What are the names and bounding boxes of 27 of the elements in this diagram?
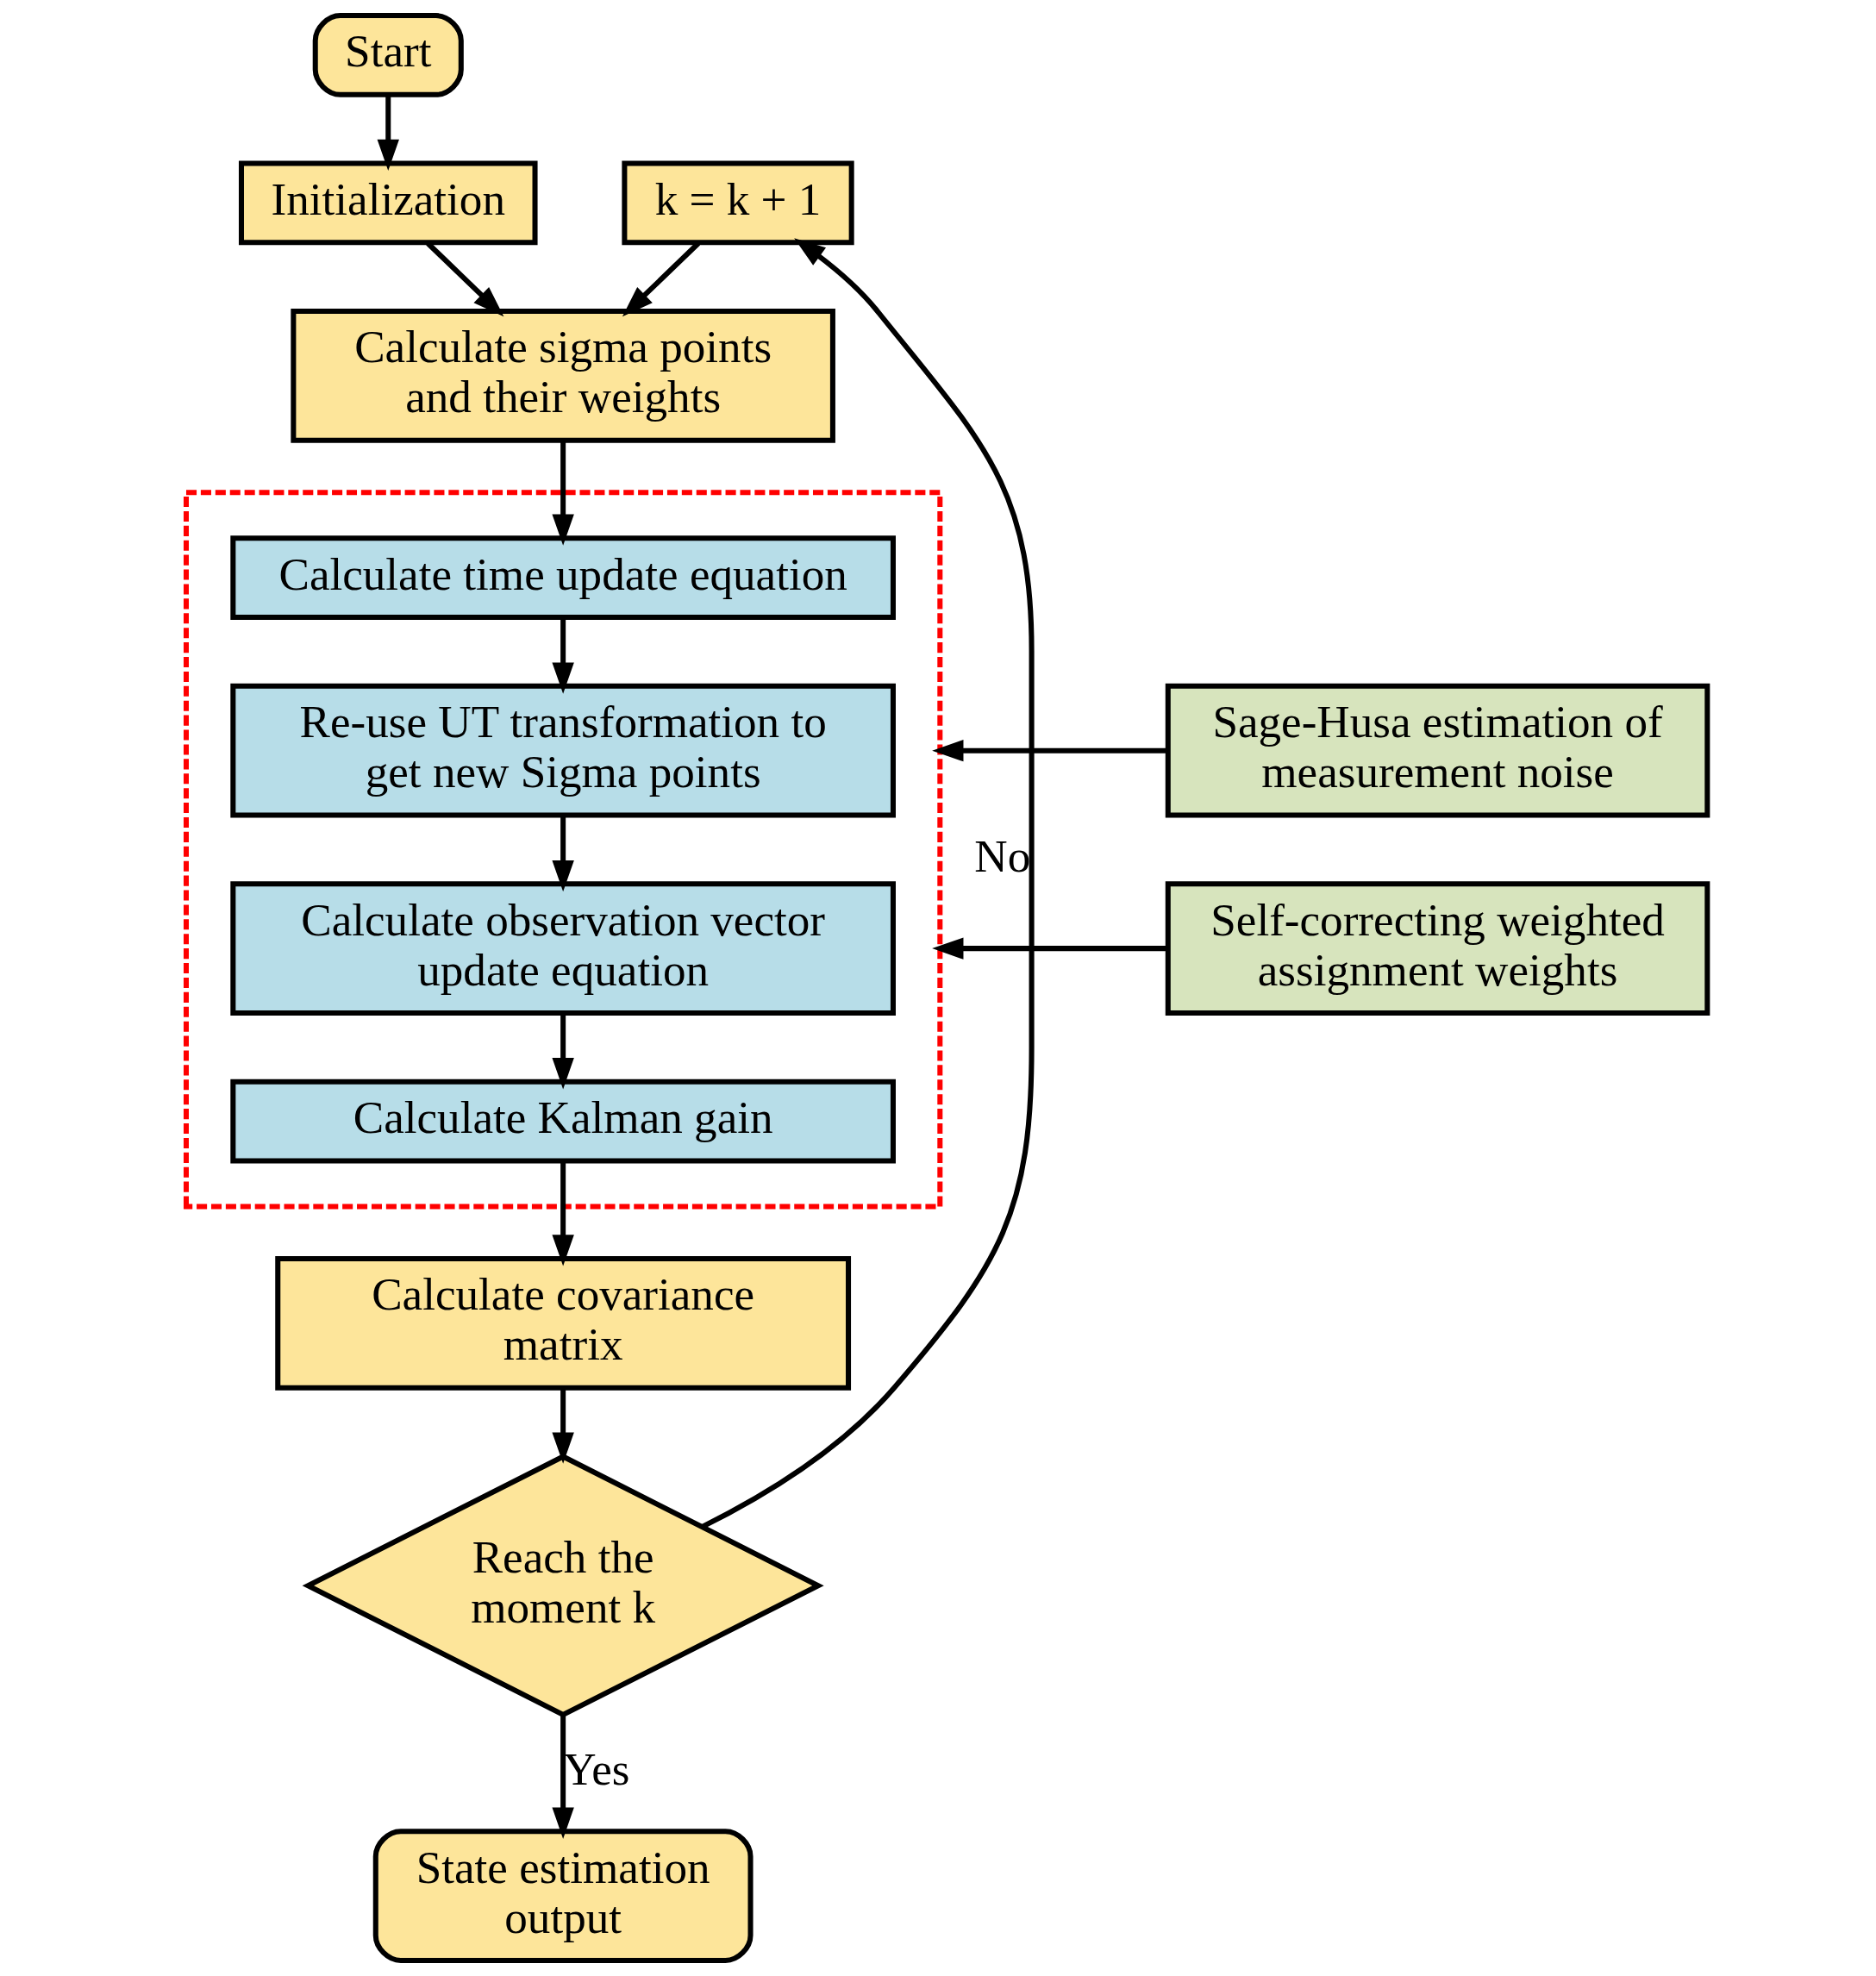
node-box: State estimation output bbox=[372, 1829, 754, 1963]
node-box: Calculate Kalman gain bbox=[229, 1079, 896, 1164]
node-box: Start bbox=[312, 13, 464, 97]
node-box: Calculate observation vector update equation bbox=[229, 881, 896, 1016]
node-box: Calculate sigma points and their weights bbox=[290, 309, 835, 443]
arrow bbox=[377, 95, 399, 172]
arrow bbox=[931, 739, 1167, 762]
cluster bbox=[183, 490, 942, 1210]
node-box: Calculate covariance matrix bbox=[274, 1255, 851, 1391]
node-box: Initialization bbox=[238, 160, 538, 246]
arrow bbox=[551, 1013, 574, 1090]
edge-label: No bbox=[973, 830, 1030, 881]
node-box: Self-correcting weighted assignment weights bbox=[1165, 881, 1710, 1016]
node-box: Calculate time update equation bbox=[229, 535, 896, 621]
arrow bbox=[551, 816, 574, 892]
arrow bbox=[551, 1161, 574, 1266]
node-diamond: Reach the moment k bbox=[302, 1454, 824, 1718]
arrow bbox=[931, 937, 1167, 960]
node-box: Re-use UT transformation to get new Sigma points bbox=[229, 683, 896, 818]
node-box: Sage-Husa estimation of measurement noise bbox=[1165, 683, 1710, 818]
arrow bbox=[551, 1715, 574, 1839]
edge-label: Yes bbox=[562, 1744, 629, 1795]
arrow bbox=[551, 618, 574, 694]
node-box: k = k + 1 bbox=[621, 160, 854, 246]
arrow bbox=[551, 1387, 574, 1464]
arrow bbox=[700, 238, 1035, 1529]
arrow bbox=[551, 440, 574, 546]
